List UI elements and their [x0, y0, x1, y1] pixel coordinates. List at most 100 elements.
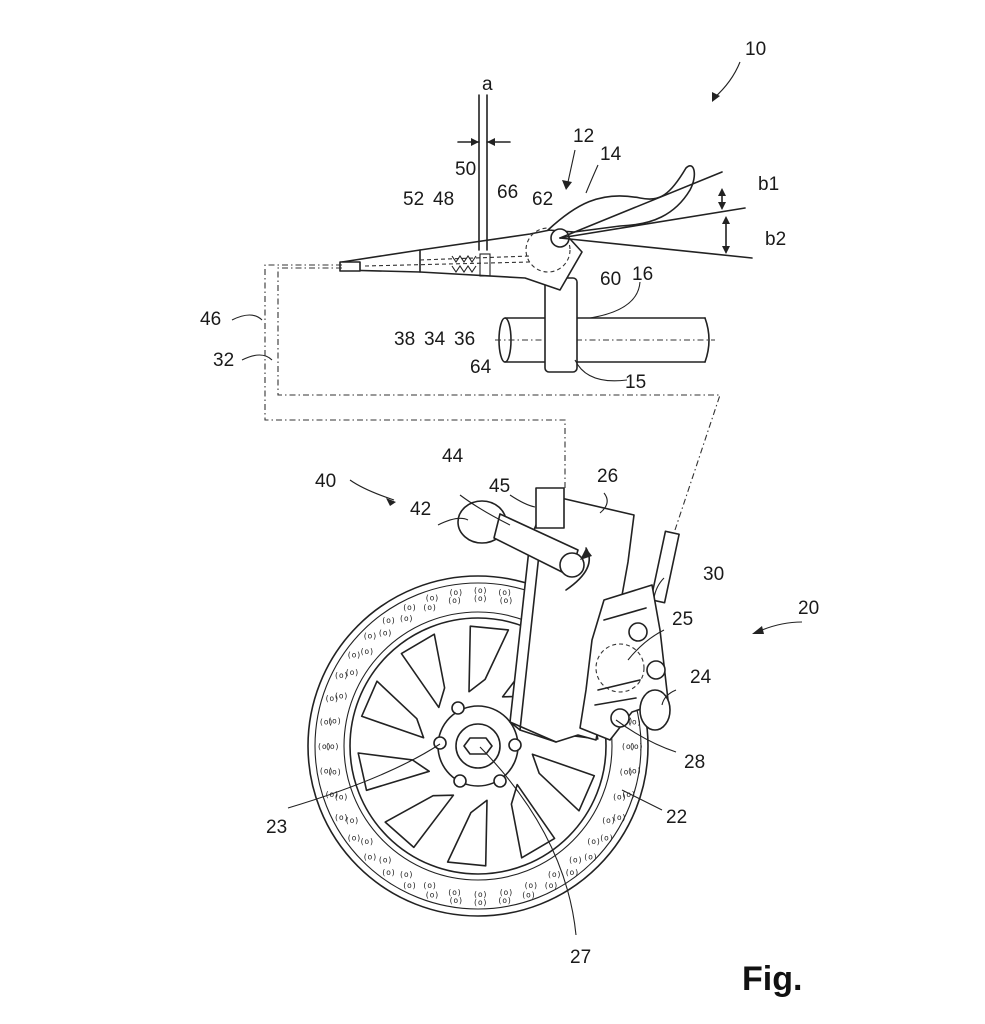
rotor-hole: (o): [473, 890, 487, 899]
label-24: 24: [690, 667, 712, 688]
label-14: 14: [600, 144, 622, 165]
label-27: 27: [570, 947, 591, 968]
rotor-hole: (o): [449, 896, 463, 905]
rotor-cutout: [510, 783, 556, 859]
label-52: 52: [403, 189, 424, 210]
label-32: 32: [213, 350, 234, 371]
label-64: 64: [470, 357, 492, 378]
rotor-hole: (o): [473, 898, 487, 907]
rotor-hole: (o): [621, 742, 635, 751]
rotor-hole: (o): [499, 596, 513, 605]
label-44: 44: [442, 446, 464, 467]
label-22: 22: [666, 807, 687, 828]
rotor-hole: (o): [360, 837, 374, 846]
rotor-hole: (o): [334, 691, 348, 700]
label-34: 34: [424, 329, 446, 350]
rotor-hole: (o): [381, 616, 395, 625]
label-25: 25: [672, 609, 693, 630]
label-62: 62: [532, 189, 553, 210]
rotor-hole: (o): [524, 881, 538, 890]
rotor-hole: (o): [499, 888, 513, 897]
label-a: a: [482, 74, 493, 95]
rotor-hole: (o): [627, 766, 641, 775]
rotor-cutout: [400, 633, 446, 709]
rotor-hole: (o): [583, 852, 597, 861]
rotor-hole: (o): [347, 834, 361, 843]
rotor-hole: (o): [325, 790, 339, 799]
label-b2: b2: [765, 229, 786, 250]
disc-bolts: [433, 701, 522, 788]
rotor-hole: (o): [544, 881, 558, 890]
rotor-hole: (o): [399, 614, 413, 623]
label-10: 10: [745, 39, 766, 60]
rotor-hole: (o): [422, 881, 436, 890]
brake-caliper: [579, 530, 680, 741]
rotor-hole: (o): [521, 890, 535, 899]
rotor-hole: (o): [425, 594, 439, 603]
rotor-cutout: [357, 752, 430, 792]
rotor-cutout: [360, 680, 425, 739]
label-42: 42: [410, 499, 431, 520]
lever-clamp: [544, 277, 578, 373]
brake-lever: [547, 165, 753, 259]
label-30: 30: [703, 564, 724, 585]
rotor-hole: (o): [317, 742, 331, 751]
rotor-hole: (o): [497, 896, 511, 905]
rotor-hole: (o): [601, 816, 615, 825]
rotor-hole: (o): [422, 603, 436, 612]
rotor-hole: (o): [327, 768, 341, 777]
rotor-hole: (o): [425, 890, 439, 899]
dimension-a: [457, 94, 511, 251]
rotor-hole: (o): [319, 766, 333, 775]
label-16: 16: [632, 264, 653, 285]
label-66: 66: [497, 182, 518, 203]
rotor-hole: (o): [399, 870, 413, 879]
rotor-hole: (o): [402, 881, 416, 890]
rotor-hole: (o): [447, 888, 461, 897]
label-23: 23: [266, 817, 287, 838]
rotor-hole: (o): [363, 632, 377, 641]
label-60: 60: [600, 269, 621, 290]
rotor-cutout: [531, 753, 596, 812]
rotor-hole: (o): [334, 793, 348, 802]
label-50: 50: [455, 159, 476, 180]
rotor-hole: (o): [449, 588, 463, 597]
label-36: 36: [454, 329, 475, 350]
rotor-hole: (o): [325, 742, 339, 751]
rotor-hole: (o): [586, 837, 600, 846]
rotor-hole: (o): [568, 855, 582, 864]
label-45: 45: [489, 476, 510, 497]
rotor-hole: (o): [473, 594, 487, 603]
rotor-hole: (o): [612, 793, 626, 802]
rotor-cutout: [446, 799, 488, 867]
rotor-hole: (o): [627, 718, 641, 727]
rotor-hole: (o): [547, 870, 561, 879]
rotor-hole: (o): [565, 868, 579, 877]
rotor-hole: (o): [334, 813, 348, 822]
rotor-hole: (o): [327, 716, 341, 725]
rotor-hole: (o): [447, 596, 461, 605]
rotor-hole: (o): [621, 790, 635, 799]
label-20: 20: [798, 598, 819, 619]
rotor-hole: (o): [347, 650, 361, 659]
rotor-hole: (o): [363, 852, 377, 861]
label-15: 15: [625, 372, 646, 393]
rotor-cutout: [468, 625, 510, 693]
rotor-hole: (o): [599, 834, 613, 843]
rotor-hole: (o): [402, 603, 416, 612]
rotor-hole: (o): [612, 813, 626, 822]
label-28: 28: [684, 752, 705, 773]
rotor-hole: (o): [497, 588, 511, 597]
figure-caption: Fig.: [742, 960, 802, 998]
label-46: 46: [200, 309, 221, 330]
rotor-hole: (o): [345, 816, 359, 825]
label-26: 26: [597, 466, 618, 487]
leader-lines: [231, 61, 803, 936]
master-cylinder: [339, 227, 583, 291]
rotor-hole: (o): [381, 868, 395, 877]
label-12: 12: [573, 126, 594, 147]
label-48: 48: [433, 189, 454, 210]
rotor-hole: (o): [325, 694, 339, 703]
rotor-hole: (o): [378, 855, 392, 864]
